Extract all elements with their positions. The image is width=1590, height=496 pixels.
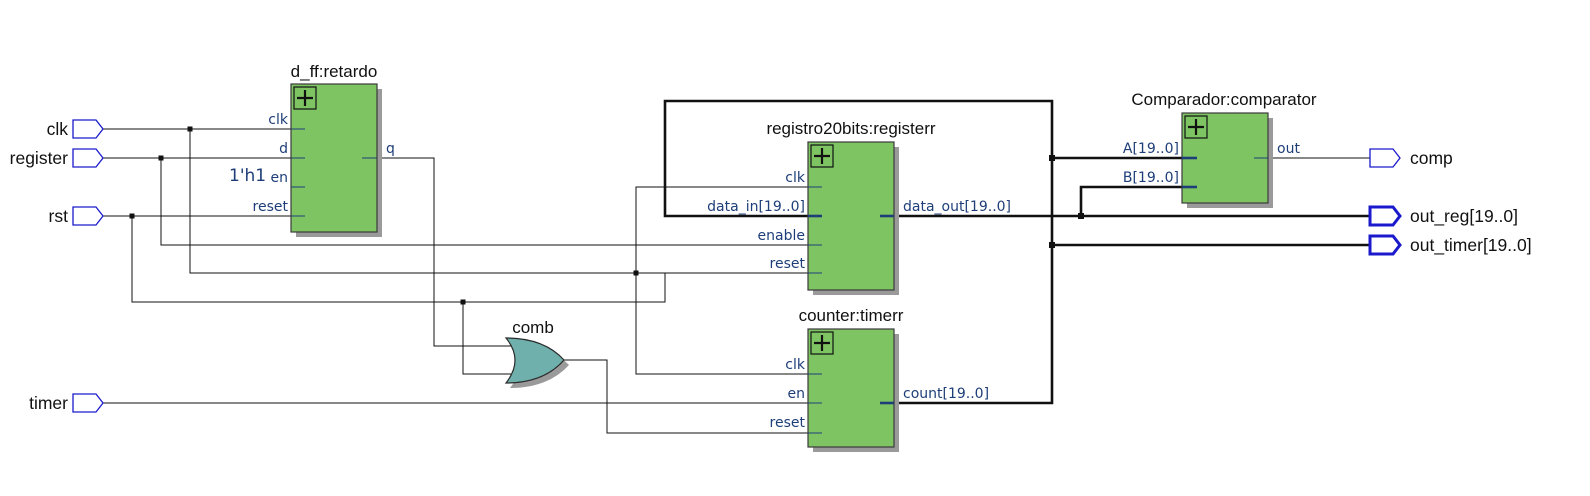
junction-dot <box>187 126 193 132</box>
nets <box>103 99 1370 434</box>
wire-rst <box>103 215 666 375</box>
junction-dot <box>158 155 164 161</box>
pin-label-reset: reset <box>770 256 806 272</box>
pin-label-clk: clk <box>268 112 289 128</box>
junction-dot <box>1049 155 1055 161</box>
input-port-label: clk <box>47 119 69 139</box>
block-title: registro20bits:registerr <box>766 119 935 138</box>
block-title: d_ff:retardo <box>291 62 378 81</box>
pin-label-data-in: data_in[19..0] <box>707 199 805 215</box>
pin-label-count: count[19..0] <box>903 386 989 402</box>
junction-dot <box>1049 242 1055 248</box>
pin-label-b: B[19..0] <box>1123 170 1179 186</box>
pin-label-q: q <box>386 141 395 157</box>
pin-label-en: en <box>788 386 806 402</box>
pin-label-d: d <box>279 141 288 157</box>
input-port-timer[interactable]: timer <box>29 393 104 413</box>
input-port-label: timer <box>29 393 68 413</box>
bus-data-out <box>880 185 1370 218</box>
expand-icon[interactable] <box>1184 115 1208 139</box>
block-title: counter:timerr <box>799 306 904 325</box>
block-registro20bits-registerr[interactable]: registro20bits:registerr clk data_in[19.… <box>707 119 1011 295</box>
or-gate-comb[interactable]: comb <box>504 318 569 388</box>
junctions <box>129 126 1084 305</box>
input-port-register[interactable]: register <box>10 148 104 168</box>
pin-label-clk: clk <box>785 170 806 186</box>
pin-label-clk: clk <box>785 357 806 373</box>
pin-label-en: en <box>271 170 289 186</box>
output-port-label: out_reg[19..0] <box>1410 206 1518 227</box>
wire-register <box>103 157 823 246</box>
block-title: Comparador:comparator <box>1131 90 1317 109</box>
block-counter-timerr[interactable]: counter:timerr clk en reset count[19..0] <box>770 306 990 452</box>
pin-label-reset: reset <box>253 199 289 215</box>
wire-comb-out <box>564 359 823 434</box>
output-port-label: out_timer[19..0] <box>1410 235 1532 256</box>
expand-icon[interactable] <box>810 331 834 355</box>
block-d-ff-retardo[interactable]: d_ff:retardo clk d en reset q <box>253 62 395 237</box>
pin-label-a: A[19..0] <box>1123 141 1179 157</box>
pin-label-reset: reset <box>770 415 806 431</box>
input-port-rst[interactable]: rst <box>49 206 104 226</box>
expand-icon[interactable] <box>293 86 317 110</box>
wire-clk <box>103 128 823 375</box>
input-port-label: register <box>10 148 69 168</box>
bus-data-in <box>663 99 1054 218</box>
bus-count <box>880 156 1370 405</box>
junction-dot <box>460 299 466 305</box>
constant-en-value: 1'h1 <box>229 166 266 186</box>
input-port-label: rst <box>49 206 69 226</box>
wire-q <box>362 157 520 347</box>
output-port-out-timer[interactable]: out_timer[19..0] <box>1368 234 1532 256</box>
output-port-comp[interactable]: comp <box>1369 148 1453 168</box>
pin-label-data-out: data_out[19..0] <box>903 199 1011 215</box>
junction-dot <box>129 213 135 219</box>
pin-label-out: out <box>1277 141 1300 157</box>
gate-label: comb <box>512 318 554 337</box>
output-port-out-reg[interactable]: out_reg[19..0] <box>1368 205 1518 227</box>
junction-dot <box>633 270 639 276</box>
output-port-label: comp <box>1410 148 1453 168</box>
expand-icon[interactable] <box>810 144 834 168</box>
junction-dot <box>1078 213 1084 219</box>
pin-label-enable: enable <box>758 228 805 244</box>
block-comparador-comparator[interactable]: Comparador:comparator A[19..0] B[19..0] … <box>1123 90 1317 208</box>
input-port-clk[interactable]: clk <box>47 119 104 139</box>
